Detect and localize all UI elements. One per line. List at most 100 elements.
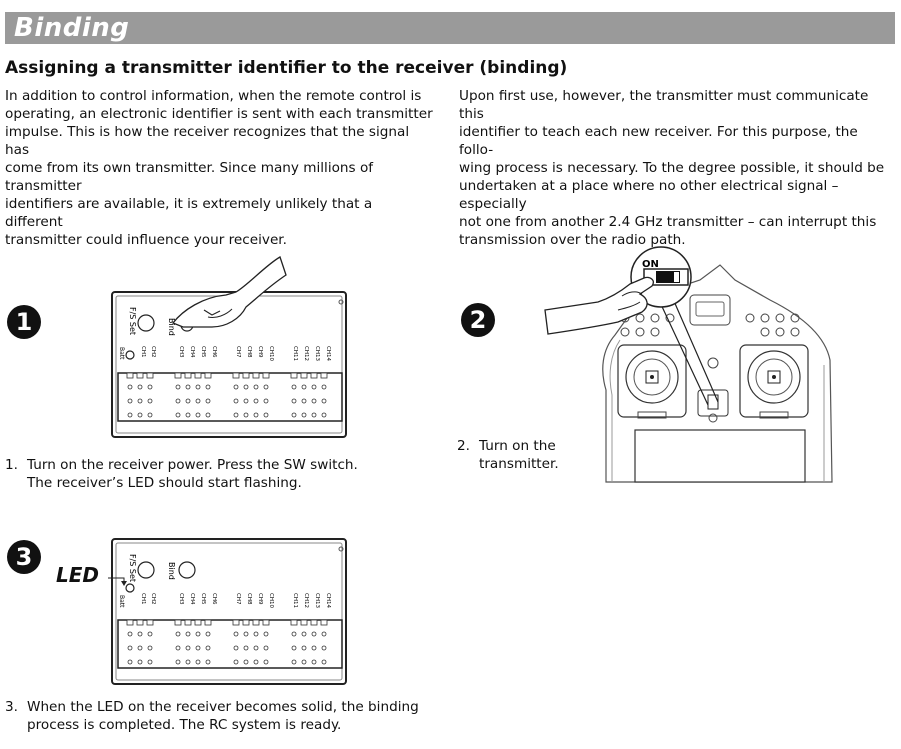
connector-pin <box>301 659 307 665</box>
connector-tab <box>242 619 250 626</box>
connector-tab <box>300 372 308 379</box>
channel-label: CH1 <box>140 346 146 357</box>
hand-illustration <box>544 276 654 335</box>
channel-label: CH3 <box>178 346 184 358</box>
right-stick-gimbal <box>739 344 809 419</box>
channel-label: CH5 <box>200 593 206 605</box>
connector-tab <box>232 619 240 626</box>
text-line: identifier to teach each new receiver. F… <box>459 124 858 158</box>
channel-label: CH13 <box>314 346 320 361</box>
step-1-badge: 1 <box>7 305 41 339</box>
connector-tab <box>320 619 328 626</box>
connector-pin <box>147 412 153 418</box>
connector-pin <box>253 659 259 665</box>
led-indicator <box>125 583 135 593</box>
connector-pin <box>263 659 269 665</box>
connector-pin <box>321 659 327 665</box>
connector-pin <box>147 398 153 404</box>
bind-label: Bind <box>167 562 176 580</box>
connector-tab <box>184 372 192 379</box>
connector-pin <box>127 384 133 390</box>
connector-pin <box>233 631 239 637</box>
connector-pin <box>205 384 211 390</box>
connector-pin <box>253 384 259 390</box>
top-switches <box>620 294 800 337</box>
channel-label: CH10 <box>268 346 274 361</box>
connector-tab <box>252 372 260 379</box>
connector-pin <box>137 645 143 651</box>
connector-pin <box>127 645 133 651</box>
connector-pin <box>185 645 191 651</box>
connector-pin <box>147 645 153 651</box>
channel-label: CH6 <box>211 346 217 358</box>
connector-pin <box>301 398 307 404</box>
step-text-line: transmitter. <box>479 456 559 472</box>
step-text-line: The receiver’s LED should start flashing… <box>27 475 302 491</box>
bind-label: Bind <box>167 318 176 336</box>
connector-pin <box>185 412 191 418</box>
on-switch-label: ON <box>642 259 659 270</box>
connector-pin <box>195 645 201 651</box>
text-line: not one from another 2.4 GHz transmitter… <box>459 214 877 230</box>
connector-pin <box>311 384 317 390</box>
connector-pin <box>205 645 211 651</box>
text-line: impulse. This is how the receiver recogn… <box>5 124 410 158</box>
step-3-caption: 3. When the LED on the receiver becomes … <box>5 698 445 734</box>
connector-pin <box>233 659 239 665</box>
intro-paragraph-right: Upon first use, however, the transmitter… <box>459 87 893 249</box>
connector-pin <box>263 645 269 651</box>
channel-label: CH10 <box>268 593 274 608</box>
connector-pin <box>253 398 259 404</box>
connector-pin <box>205 631 211 637</box>
connector-pin <box>291 645 297 651</box>
text-line: transmission over the radio path. <box>459 232 686 248</box>
connector-pin <box>311 398 317 404</box>
connector-pin <box>175 384 181 390</box>
connector-pin <box>137 631 143 637</box>
connector-pin <box>137 384 143 390</box>
connector-pin <box>243 384 249 390</box>
step-text-line: Turn on the receiver power. Press the SW… <box>27 457 358 473</box>
channel-label: CH7 <box>235 346 241 358</box>
text-line: come from its own transmitter. Since man… <box>5 160 374 194</box>
connector-pin <box>321 384 327 390</box>
connector-pin <box>147 659 153 665</box>
hand-illustration <box>171 256 287 328</box>
connector-pin <box>147 384 153 390</box>
connector-pin <box>233 412 239 418</box>
text-line: wing process is necessary. To the degree… <box>459 160 885 176</box>
banner-title: Binding <box>14 13 130 43</box>
connector-pin <box>243 398 249 404</box>
connector-tab <box>242 372 250 379</box>
connector-pin <box>321 398 327 404</box>
intro-paragraph-left: In addition to control information, when… <box>5 87 433 249</box>
channel-label: CH2 <box>150 346 156 357</box>
connector-tab <box>136 372 144 379</box>
connector-tab <box>300 619 308 626</box>
channel-label: CH4 <box>189 593 195 605</box>
fs-set-label: F/S Set <box>128 307 137 335</box>
connector-pin <box>137 659 143 665</box>
connector-pin <box>253 645 259 651</box>
connector-tab <box>262 372 270 379</box>
transmitter-body <box>602 264 833 483</box>
connector-pin <box>195 412 201 418</box>
step-text-line: When the LED on the receiver becomes sol… <box>27 699 419 715</box>
connector-tab <box>204 372 212 379</box>
connector-pin <box>205 412 211 418</box>
led-label: LED <box>56 563 100 587</box>
connector-tab <box>184 619 192 626</box>
fs-set-label: F/S Set <box>128 554 137 582</box>
connector-pin <box>175 645 181 651</box>
channel-label: CH8 <box>246 593 252 605</box>
connector-pin <box>263 412 269 418</box>
left-stick-gimbal <box>617 344 687 419</box>
connector-pin <box>137 398 143 404</box>
connector-pin <box>195 659 201 665</box>
connector-pin <box>127 398 133 404</box>
section-heading: Assigning a transmitter identifier to th… <box>5 58 568 78</box>
text-line: undertaken at a place where no other ele… <box>459 178 839 212</box>
text-line: In addition to control information, when… <box>5 88 422 104</box>
